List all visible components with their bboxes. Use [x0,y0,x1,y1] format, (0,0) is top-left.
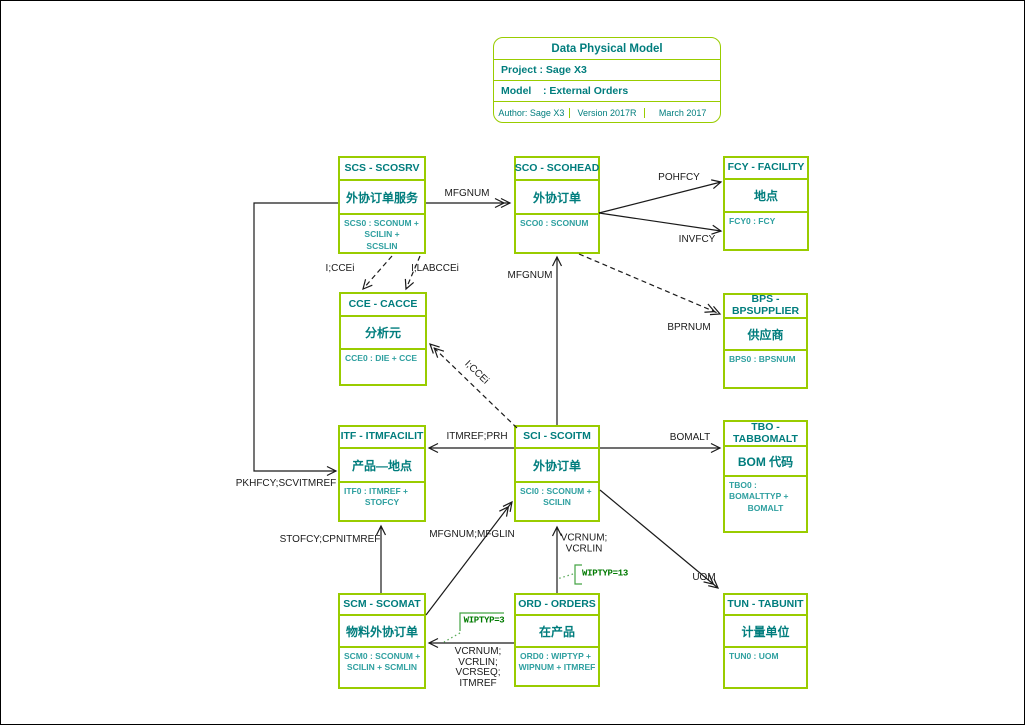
label-vcrnum-vcrlin: VCRNUM; VCRLIN [560,532,608,554]
entity-key-fields: ITF0 : ITMREF +STOFCY [344,486,408,508]
entity-scs-scosrv: SCS - SCOSRV 外协订单服务 SCS0 : SCONUM +SCILI… [338,156,426,254]
connector-sco-fcy-invfcy [598,212,723,235]
entity-title: CCE - CACCE [341,294,425,317]
label-pohfcy: POHFCY [658,171,700,183]
entity-key-fields: SCS0 : SCONUM +SCILIN +SCSLIN [344,218,419,251]
entity-key-fields: SCO0 : SCONUM [520,218,589,228]
label-uom: UOM [692,571,716,583]
entity-description: 物料外协订单 [340,616,424,648]
label-bomalt: BOMALT [669,431,711,443]
entity-description: 外协订单服务 [340,181,424,215]
entity-tun-tabunit: TUN - TABUNIT 计量单位 TUN0 : UOM [723,593,808,689]
entity-title: BPS - BPSUPPLIER [725,294,806,319]
entity-title: SCO - SCOHEAD [515,158,599,181]
entity-key-fields: TBO0 : BOMALTTYP +BOMALT [729,480,789,513]
bracket-wiptyp13 [574,564,582,585]
model-line: Model : External Orders [494,81,720,102]
entity-description: 分析元 [341,317,425,350]
label-wiptyp-3: WIPTYP=3 [463,615,505,626]
entity-description: 外协订单 [516,449,598,483]
entity-description: BOM 代码 [725,447,806,477]
connector-scs-cce-left [362,255,393,291]
label-mfgnum-top: MFGNUM [444,187,490,199]
entity-scm-scomat: SCM - SCOMAT 物料外协订单 SCM0 : SCONUM +SCILI… [338,593,426,689]
connector-scm-sci [425,500,513,616]
entity-cce-cacce: CCE - CACCE 分析元 CCE0 : DIE + CCE [339,292,427,386]
model-title-box: Data Physical Model Project : Sage X3 Mo… [493,37,721,123]
entity-itf-itmfacilit: ITF - ITMFACILIT 产品—地点 ITF0 : ITMREF +ST… [338,425,426,522]
entity-tbo-tabbomalt: TBO - TABBOMALT BOM 代码 TBO0 : BOMALTTYP … [723,420,808,533]
connector-sci-cce [429,343,518,429]
label-i-ccei-diagonal: I;CCEi [462,358,491,387]
entity-key-fields: BPS0 : BPSNUM [729,354,796,364]
entity-sci-scoitm: SCI - SCOITM 外协订单 SCI0 : SCONUM +SCILIN [514,425,600,522]
entity-key-fields: SCM0 : SCONUM +SCILIN + SCMLIN [344,651,421,673]
date-cell: March 2017 [644,108,720,118]
entity-title: SCI - SCOITM [516,427,598,449]
entity-description: 供应商 [725,319,806,351]
project-line: Project : Sage X3 [494,60,720,81]
entity-description: 计量单位 [725,616,806,648]
entity-key-fields: FCY0 : FCY [729,216,776,226]
version-cell: Version 2017R [568,108,645,118]
connector-scs-cce-right [404,255,421,291]
label-wiptyp-13: WIPTYP=13 [582,568,628,579]
label-pkhfcy-scvitmref: PKHFCY;SCVITMREF [235,477,337,489]
label-stofcy-cpnitmref: STOFCY;CPNITMREF [279,533,381,545]
entity-title: SCS - SCOSRV [340,158,424,181]
label-mfgnum-mid: MFGNUM [507,269,553,281]
dotted-wiptyp13 [556,573,574,580]
connector-scs-itf-route [253,202,338,477]
entity-description: 外协订单 [516,181,598,215]
entity-key-fields: SCI0 : SCONUM +SCILIN [520,486,592,508]
label-invfcy: INVFCY [678,233,716,245]
entity-title: SCM - SCOMAT [340,595,424,616]
entity-fcy-facility: FCY - FACILITY 地点 FCY0 : FCY [723,156,809,251]
entity-title: ITF - ITMFACILIT [340,427,424,449]
label-i-ccei: I;CCEi [325,262,355,274]
model-title: Data Physical Model [494,38,720,60]
title-box-footer: Author: Sage X3 Version 2017R March 2017 [494,102,720,122]
bracket-wiptyp3 [459,612,504,631]
label-i-labccei: I;LABCCEi [411,262,459,274]
entity-title: ORD - ORDERS [516,595,598,616]
label-itmref-prh: ITMREF;PRH [446,430,508,442]
label-bprnum: BPRNUM [667,321,711,333]
entity-key-fields: ORD0 : WIPTYP +WIPNUM + ITMREF [518,651,596,673]
entity-bps-bpsupplier: BPS - BPSUPPLIER 供应商 BPS0 : BPSNUM [723,293,808,389]
connector-sci-tun [599,489,720,589]
entity-sco-scohead: SCO - SCOHEAD 外协订单 SCO0 : SCONUM [514,156,600,254]
label-vcrnum-list: VCRNUM; VCRLIN; VCRSEQ; ITMREF [454,646,502,689]
entity-key-fields: CCE0 : DIE + CCE [345,353,418,363]
entity-description: 在产品 [516,616,598,648]
connector-sco-bps [578,253,722,316]
author-cell: Author: Sage X3 [498,108,565,118]
connector-sco-fcy-pohfcy [598,179,723,214]
entity-ord-orders: ORD - ORDERS 在产品 ORD0 : WIPTYP +WIPNUM +… [514,593,600,687]
dotted-wiptyp3 [443,632,461,643]
entity-title: TUN - TABUNIT [725,595,806,616]
entity-description: 地点 [725,180,807,213]
entity-title: FCY - FACILITY [725,158,807,180]
entity-title: TBO - TABBOMALT [725,421,806,447]
label-mfgnum-mfglin: MFGNUM;MFGLIN [429,528,515,540]
entity-description: 产品—地点 [340,449,424,483]
entity-key-fields: TUN0 : UOM [729,651,779,661]
